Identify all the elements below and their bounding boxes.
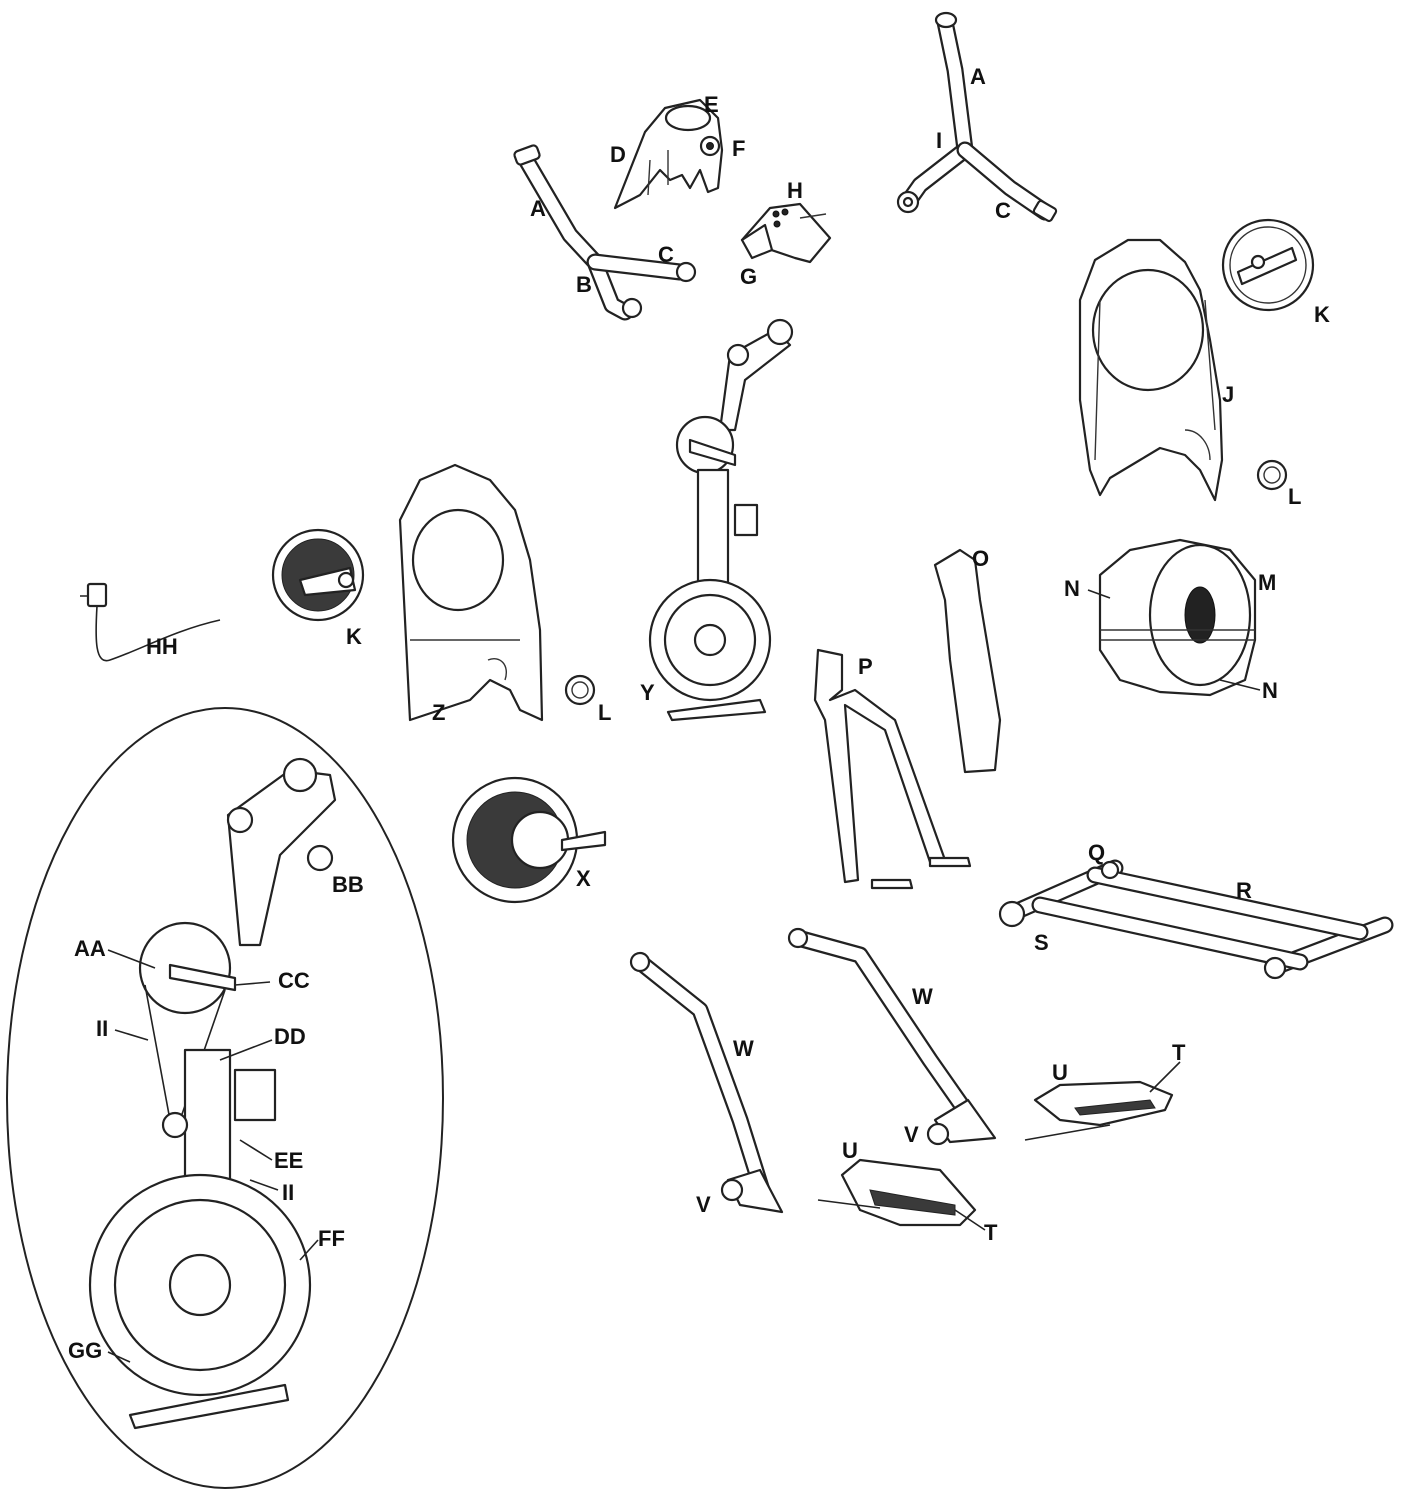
- label-ee: EE: [274, 1148, 304, 1173]
- label-r: R: [1236, 878, 1252, 903]
- label-i: I: [936, 128, 943, 153]
- label-t-right: T: [1172, 1040, 1186, 1065]
- label-u-right: U: [1052, 1060, 1068, 1085]
- leader-ii-top: [114, 1029, 149, 1041]
- left-handlebar: [513, 144, 697, 321]
- label-g: G: [740, 264, 758, 289]
- label-d: D: [610, 142, 626, 167]
- pulley-cover-top: [1221, 218, 1315, 312]
- fan-cover: [451, 776, 607, 904]
- label-c-left: C: [658, 242, 674, 267]
- upright-post: [813, 648, 972, 890]
- leader-aa: [107, 949, 156, 969]
- label-k-top: K: [1314, 302, 1330, 327]
- label-z: Z: [432, 700, 446, 725]
- label-f: F: [732, 136, 746, 161]
- label-b: B: [576, 272, 592, 297]
- label-a-left: A: [530, 196, 546, 221]
- leader-ee: [239, 1139, 273, 1161]
- pedal-right: [1024, 1080, 1174, 1141]
- label-w-left: W: [733, 1036, 754, 1061]
- label-x: X: [576, 866, 591, 891]
- label-e: E: [704, 92, 719, 117]
- label-k-left: K: [346, 624, 362, 649]
- label-ii-top: II: [96, 1016, 109, 1041]
- label-m: M: [1258, 570, 1277, 595]
- pedal-left: [817, 1158, 977, 1227]
- pulley-cover-left: [271, 528, 365, 622]
- pedal-arm-left: [629, 951, 784, 1214]
- leader-t-left: [954, 1209, 986, 1231]
- right-handlebar: [896, 11, 1058, 223]
- label-o: O: [972, 546, 990, 571]
- leader-t-right: [1149, 1061, 1181, 1093]
- leader-ff: [299, 1239, 319, 1261]
- label-j: J: [1222, 382, 1235, 407]
- main-frame-assembly: [648, 318, 794, 722]
- label-ii-bottom: II: [282, 1180, 295, 1205]
- cap-left: [564, 674, 596, 706]
- label-h: H: [787, 178, 803, 203]
- base-frame: [998, 859, 1394, 980]
- label-l-left: L: [598, 700, 612, 725]
- label-n-top: N: [1064, 576, 1080, 601]
- label-s: S: [1034, 930, 1049, 955]
- leader-n-bottom: [1219, 679, 1261, 691]
- label-gg: GG: [68, 1338, 103, 1363]
- label-a-right: A: [970, 64, 986, 89]
- label-dd: DD: [274, 1024, 306, 1049]
- cap-right: [1256, 459, 1288, 491]
- label-w-right: W: [912, 984, 933, 1009]
- label-q: Q: [1088, 840, 1106, 865]
- power-adapter: [80, 582, 221, 662]
- label-hh: HH: [146, 634, 178, 659]
- leader-n-top: [1087, 589, 1111, 599]
- label-cc: CC: [278, 968, 310, 993]
- detail-callout: [6, 707, 444, 1489]
- pedal-arm-right: [787, 927, 997, 1146]
- label-ff: FF: [318, 1226, 345, 1251]
- label-y: Y: [640, 680, 655, 705]
- left-shroud: [398, 463, 544, 722]
- label-aa: AA: [74, 936, 106, 961]
- fan-shroud: [1098, 538, 1257, 697]
- label-t-left: T: [984, 1220, 998, 1245]
- upright-cover: [933, 548, 1002, 774]
- leader-ii-bottom: [249, 1179, 279, 1191]
- label-v-right: V: [904, 1122, 919, 1147]
- console-housing: [613, 98, 724, 210]
- label-c-right: C: [995, 198, 1011, 223]
- right-shroud: [1078, 238, 1224, 502]
- label-n-bottom: N: [1262, 678, 1278, 703]
- leader-dd: [219, 1039, 273, 1061]
- leader-gg: [107, 1351, 131, 1363]
- console-display: [740, 202, 832, 264]
- label-bb: BB: [332, 872, 364, 897]
- label-u-left: U: [842, 1138, 858, 1163]
- label-l-right: L: [1288, 484, 1302, 509]
- label-p: P: [858, 654, 873, 679]
- leader-cc: [234, 981, 271, 986]
- label-v-left: V: [696, 1192, 711, 1217]
